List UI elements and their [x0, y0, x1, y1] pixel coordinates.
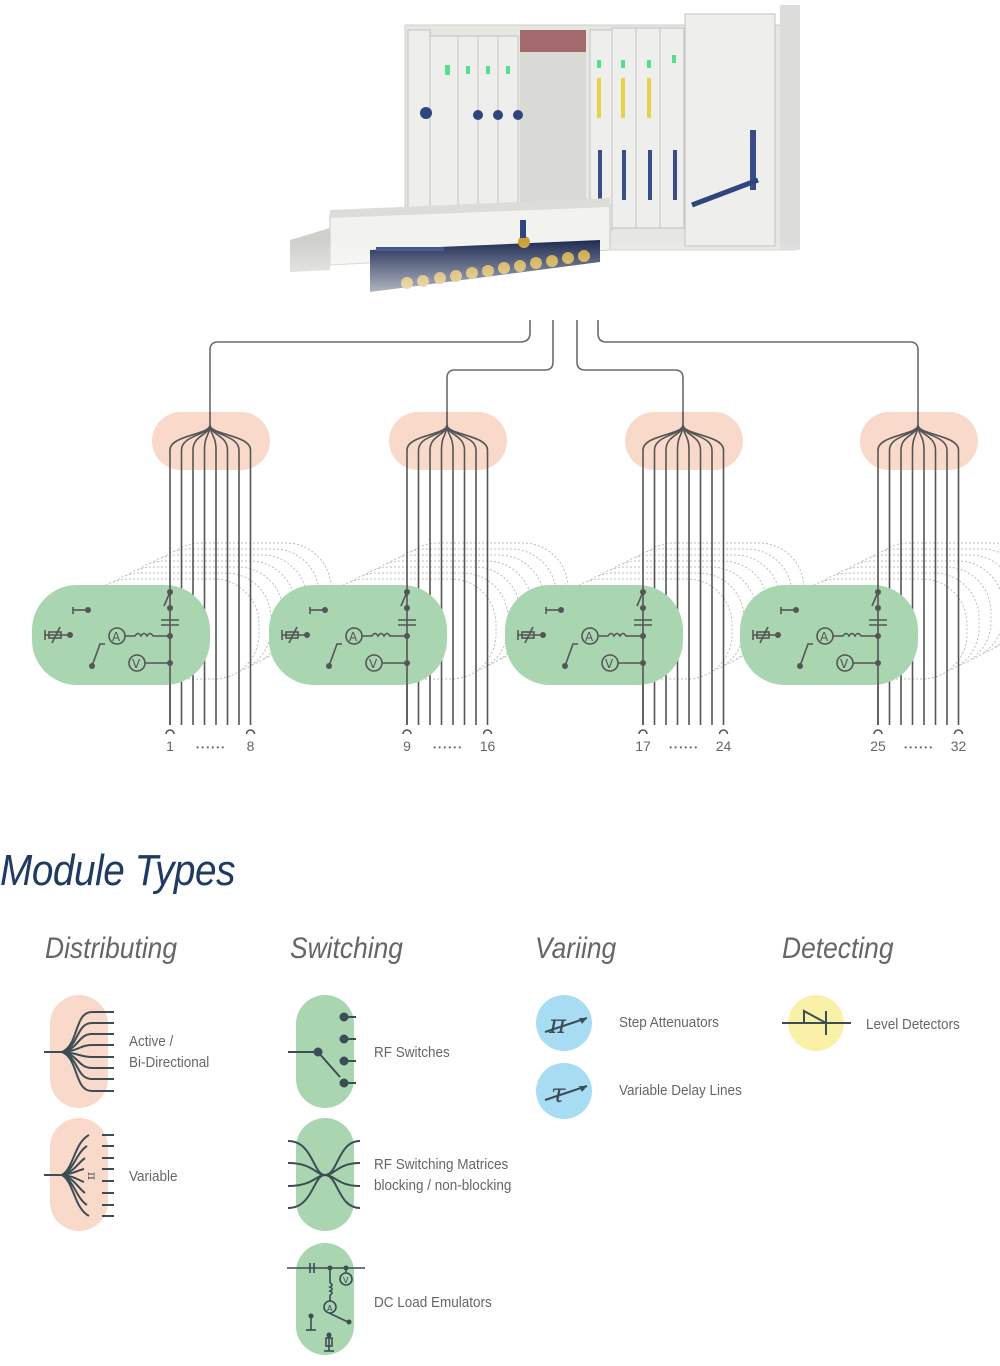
channel-range-dots: • • • • • • — [669, 743, 697, 752]
step-attenuator-icon: π — [536, 995, 592, 1051]
inductor-icon — [125, 632, 170, 638]
trunk-line-2 — [446, 320, 554, 420]
inductor-icon — [362, 632, 407, 638]
terminal-icon — [482, 729, 493, 735]
delay-line-icon: τ — [536, 1063, 592, 1119]
variable-splitter-icon: π — [44, 1118, 114, 1231]
level-detector-icon — [782, 995, 851, 1051]
module-label: RF Switching Matrices — [374, 1156, 509, 1173]
module-label: Variable Delay Lines — [619, 1082, 742, 1099]
svg-text:π: π — [85, 1172, 99, 1180]
channel-range-end: 16 — [480, 738, 496, 754]
module-label: DC Load Emulators — [374, 1294, 492, 1311]
svg-text:τ: τ — [551, 1079, 566, 1109]
channel-range-dots: • • • • • • — [196, 743, 224, 752]
voltmeter-label: V — [605, 657, 614, 671]
voltmeter-label: V — [369, 657, 378, 671]
channel-line — [682, 424, 725, 725]
svg-text:V: V — [343, 1276, 349, 1285]
channel-range-end: 24 — [716, 738, 732, 754]
module-label: Active / — [129, 1033, 174, 1050]
rf-switch-icon — [288, 995, 356, 1108]
channel-line — [209, 424, 252, 725]
module-types-title: Module Types — [0, 846, 236, 895]
switch-icon — [163, 591, 171, 607]
module-group: AV 25 • • • • • • 32 — [740, 412, 1000, 754]
module-label: Variable — [129, 1168, 178, 1185]
ammeter-label: A — [820, 630, 829, 644]
terminal-icon — [953, 729, 964, 735]
module-label: Step Attenuators — [619, 1014, 719, 1031]
module-group: AV 1 • • • • • • 8 — [32, 412, 332, 754]
channel-range-start: 1 — [166, 738, 174, 754]
trunk-line-3 — [576, 320, 684, 420]
category-switching-heading: Switching — [290, 932, 403, 965]
channel-range-dots: • • • • • • — [433, 743, 461, 752]
module-label-line2: Bi-Directional — [129, 1054, 210, 1071]
module-label-line2: blocking / non-blocking — [374, 1177, 512, 1194]
ammeter-label: A — [349, 630, 358, 644]
switch-icon — [871, 591, 879, 607]
module-label: Level Detectors — [866, 1016, 960, 1033]
voltmeter-label: V — [132, 657, 141, 671]
channel-line — [917, 424, 960, 725]
svg-text:A: A — [327, 1304, 333, 1313]
trunk-line-1 — [209, 320, 531, 420]
module-group: AV 9 • • • • • • 16 — [269, 412, 569, 754]
switch-icon — [636, 591, 644, 607]
channel-range-start: 25 — [870, 738, 886, 754]
switch-icon — [400, 591, 408, 607]
channel-range-start: 17 — [635, 738, 651, 754]
switching-matrix-icon — [288, 1118, 361, 1231]
trunk-lines — [209, 320, 919, 420]
terminal-icon — [638, 729, 648, 735]
voltmeter-label: V — [840, 657, 849, 671]
terminal-icon — [402, 729, 412, 735]
channel-range-end: 8 — [247, 738, 255, 754]
equipment-photo — [280, 0, 800, 320]
terminal-icon — [718, 729, 729, 735]
category-distributing-heading: Distributing — [45, 932, 178, 965]
inductor-icon — [833, 632, 878, 638]
terminal-icon — [245, 729, 256, 735]
category-varying-heading: Variing — [535, 932, 617, 965]
module-label: RF Switches — [374, 1044, 450, 1061]
channel-line — [446, 424, 489, 725]
channel-range-end: 32 — [951, 738, 967, 754]
ammeter-label: A — [112, 630, 121, 644]
svg-text:π: π — [548, 1010, 567, 1040]
channel-range-dots: • • • • • • — [904, 743, 932, 752]
fan-out-splitter-icon — [44, 995, 114, 1108]
inductor-icon — [598, 632, 643, 638]
channel-range-start: 9 — [403, 738, 411, 754]
module-group: AV 17 • • • • • • 24 — [505, 412, 805, 754]
terminal-icon — [165, 729, 175, 735]
dc-load-emulator-icon: A V — [287, 1243, 365, 1355]
category-detecting-heading: Detecting — [782, 932, 894, 965]
trunk-line-4 — [597, 320, 919, 420]
ammeter-label: A — [585, 630, 594, 644]
terminal-icon — [873, 729, 883, 735]
